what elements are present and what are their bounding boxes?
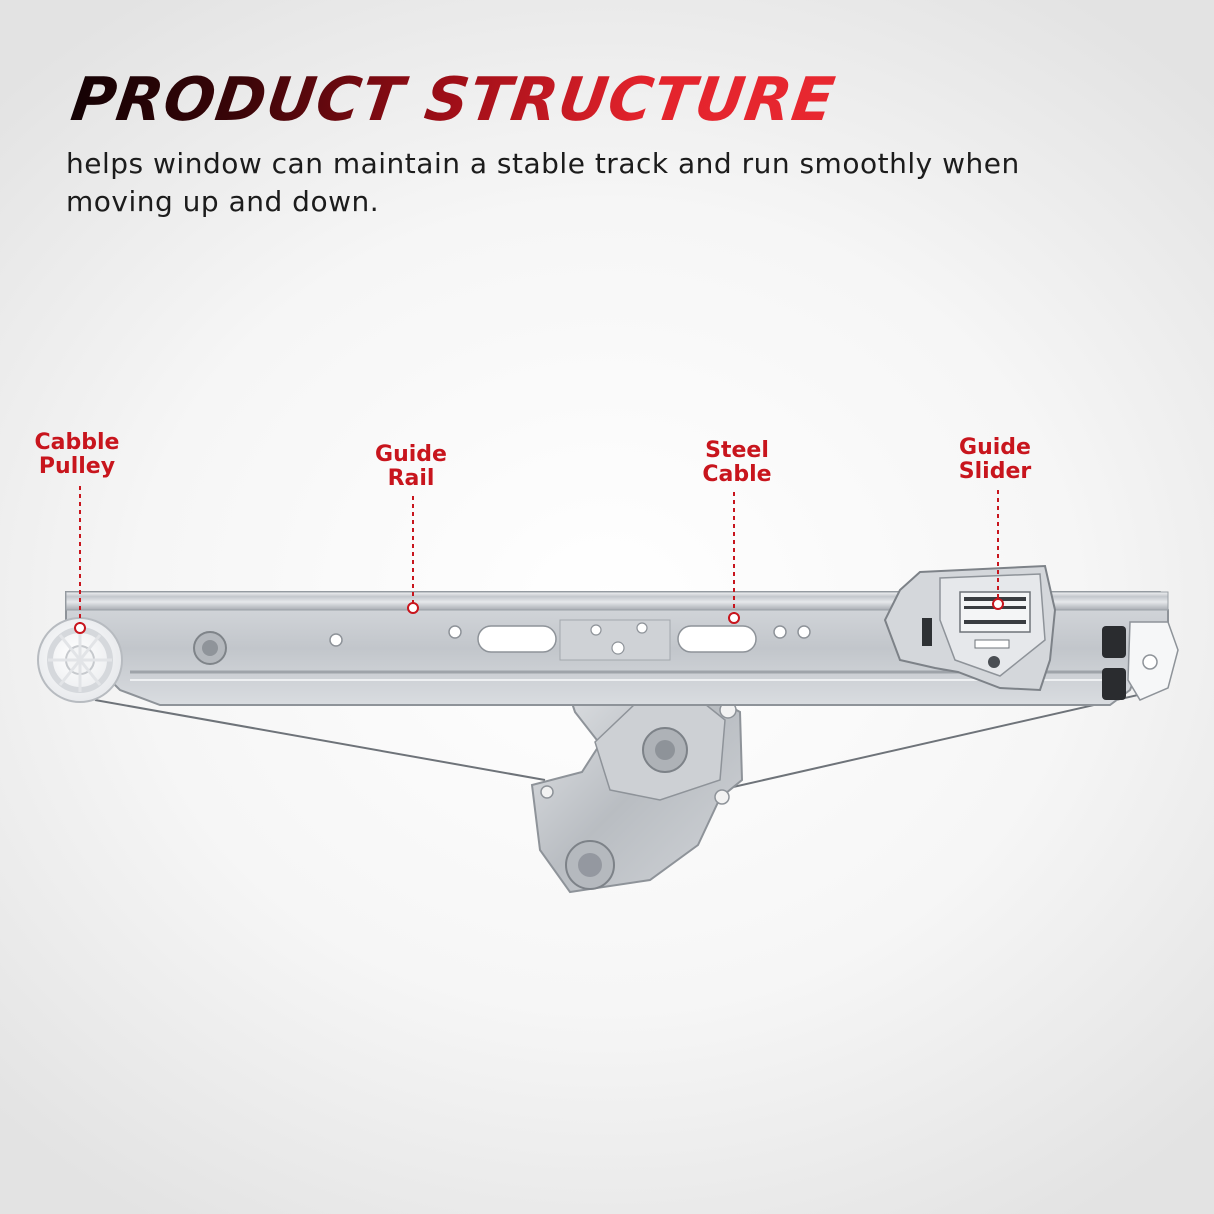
callout-guide-slider-line1: Guide — [959, 435, 1031, 460]
subtitle: helps window can maintain a stable track… — [66, 147, 1020, 218]
anchor-cabble-pulley — [74, 622, 86, 634]
guide-slider — [883, 564, 1057, 692]
drum-bracket — [530, 680, 744, 894]
callout-guide-rail-line1: Guide — [375, 442, 447, 467]
steel-cable-lower-left — [94, 699, 546, 781]
anchor-steel-cable — [728, 612, 740, 624]
callout-steel-cable-line1: Steel — [705, 438, 769, 463]
callout-guide-slider: Guide Slider — [925, 436, 1065, 484]
callout-guide-rail: Guide Rail — [341, 443, 481, 491]
steel-cable-lower-right — [719, 689, 1161, 791]
callout-guide-rail-line2: Rail — [387, 466, 435, 491]
right-end-cap — [1102, 621, 1179, 701]
callout-guide-slider-line2: Slider — [958, 459, 1032, 484]
callout-cabble-pulley-line1: Cabble — [34, 430, 120, 455]
callout-steel-cable-line2: Cable — [702, 462, 772, 487]
callout-cabble-pulley: Cabble Pulley — [7, 431, 147, 479]
anchor-guide-rail — [407, 602, 419, 614]
anchor-guide-slider — [992, 598, 1004, 610]
callout-cabble-pulley-line2: Pulley — [38, 454, 116, 479]
callout-steel-cable: Steel Cable — [667, 439, 807, 487]
callout-leaders — [74, 486, 1004, 634]
